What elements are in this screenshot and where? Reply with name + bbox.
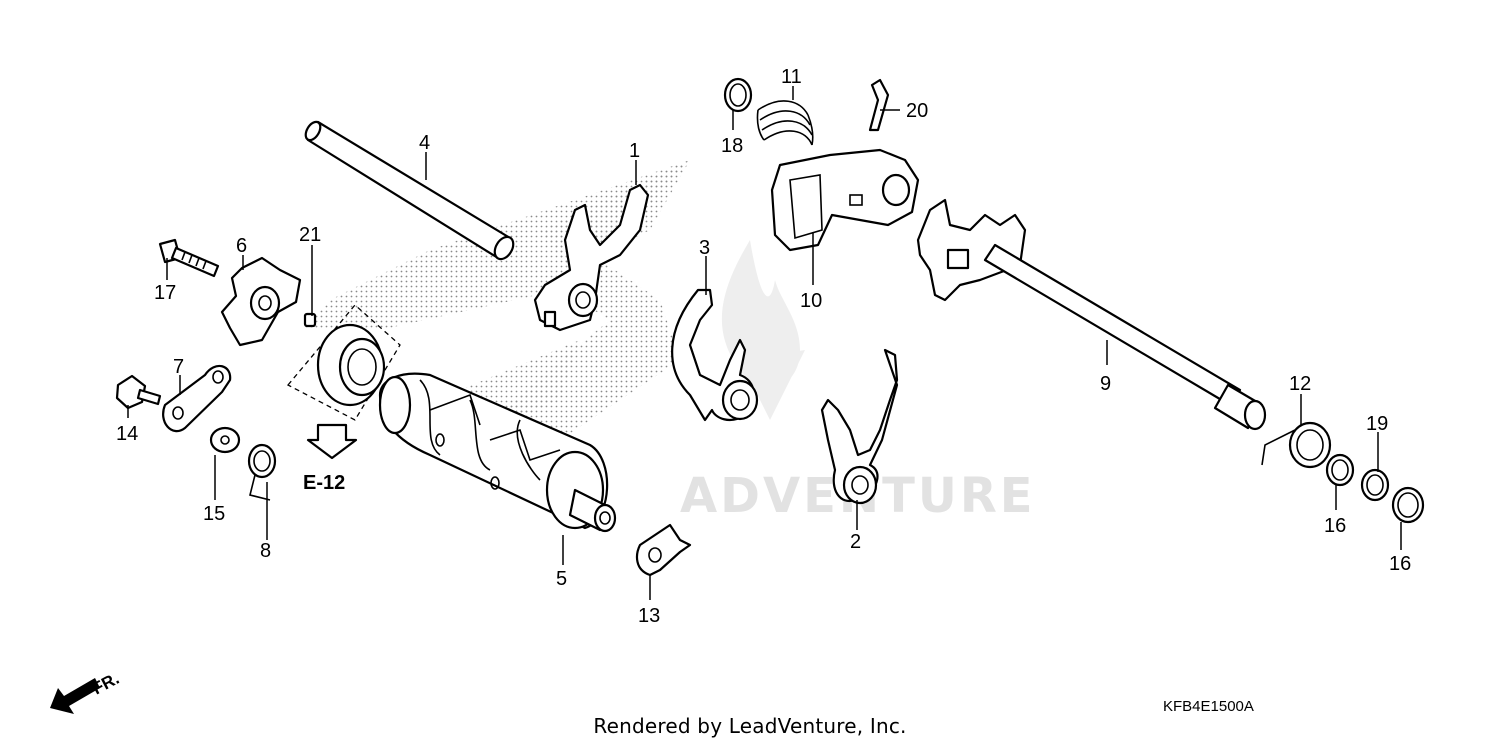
callout-7: 7 bbox=[173, 356, 184, 378]
part-15-washer bbox=[209, 426, 241, 454]
part-16-washer-b bbox=[1391, 486, 1425, 524]
callout-9: 9 bbox=[1100, 373, 1111, 395]
part-18-circlip bbox=[723, 77, 753, 113]
part-2-shift-fork bbox=[820, 348, 899, 505]
part-4-fork-shaft bbox=[304, 120, 515, 261]
callout-5: 5 bbox=[556, 568, 567, 590]
callout-18: 18 bbox=[721, 135, 743, 157]
callout-16-b: 16 bbox=[1389, 553, 1411, 575]
part-7-stopper-arm bbox=[162, 364, 232, 433]
callout-6: 6 bbox=[236, 235, 247, 257]
callout-15: 15 bbox=[203, 503, 225, 525]
part-6-drum-center bbox=[220, 256, 302, 347]
front-direction-arrow-icon bbox=[50, 678, 100, 714]
part-19-circlip bbox=[1360, 468, 1390, 502]
callout-14: 14 bbox=[116, 423, 138, 445]
part-8-spring bbox=[247, 443, 277, 501]
callout-2: 2 bbox=[850, 531, 861, 553]
part-21-pin bbox=[303, 312, 317, 328]
callout-3: 3 bbox=[699, 237, 710, 259]
part-13-plate bbox=[635, 523, 692, 577]
watermark-logo: ADVENTURE bbox=[300, 160, 1033, 524]
diagram-code: KFB4E1500A bbox=[1163, 698, 1254, 715]
callout-4: 4 bbox=[419, 132, 430, 154]
callout-21: 21 bbox=[299, 224, 321, 246]
bearing-assembly bbox=[286, 304, 401, 421]
part-12-return-spring bbox=[1261, 421, 1332, 469]
part-9-shift-shaft bbox=[916, 198, 1267, 431]
part-3-shift-fork bbox=[671, 288, 759, 422]
reference-label-e12: E-12 bbox=[303, 472, 345, 494]
e12-reference-arrow-icon bbox=[306, 423, 358, 460]
part-16-washer-a bbox=[1325, 453, 1355, 487]
callout-16-a: 16 bbox=[1324, 515, 1346, 537]
footer-credit: Rendered by LeadVenture, Inc. bbox=[593, 714, 907, 738]
callout-8: 8 bbox=[260, 540, 271, 562]
front-indicator-label: FR. bbox=[89, 669, 122, 699]
callout-13: 13 bbox=[638, 605, 660, 627]
callout-10: 10 bbox=[800, 290, 822, 312]
callout-1: 1 bbox=[629, 140, 640, 162]
callout-12: 12 bbox=[1289, 373, 1311, 395]
part-10-guide-plate bbox=[770, 148, 920, 252]
callout-11: 11 bbox=[781, 66, 802, 88]
part-20-clip bbox=[868, 78, 890, 132]
callout-20: 20 bbox=[906, 100, 928, 122]
callout-17: 17 bbox=[154, 282, 176, 304]
part-17-bolt bbox=[158, 238, 220, 278]
part-1-shift-fork bbox=[533, 183, 650, 332]
leader-lines bbox=[127, 86, 1402, 600]
part-14-bolt bbox=[115, 374, 162, 410]
part-11-spring bbox=[756, 100, 814, 146]
part-5-shift-drum bbox=[378, 372, 617, 533]
callout-19: 19 bbox=[1366, 413, 1388, 435]
